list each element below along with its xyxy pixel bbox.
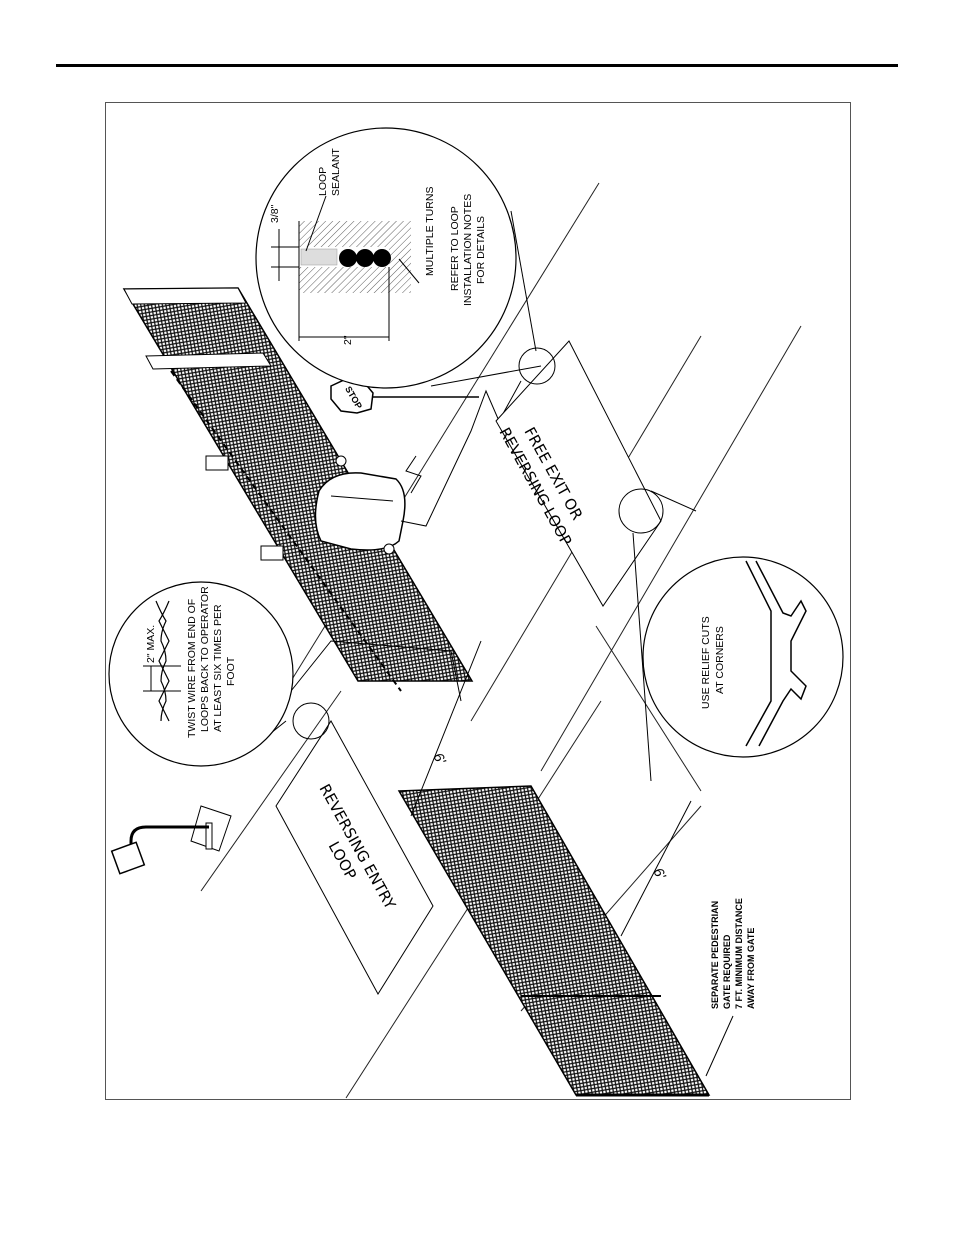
pedestrian-gate-note: SEPARATE PEDESTRIAN GATE REQUIRED 7 FT. … [705,898,756,1077]
header-rule [56,64,898,67]
pedestrian-note-line4: AWAY FROM GATE [746,928,756,1009]
multiple-turns-line2: REFER TO LOOP [449,206,461,291]
loop-sealant-line1: LOOP [317,167,329,196]
dimension-lines [410,640,692,937]
twist-max-label: 2" MAX. [145,625,157,663]
relief-cut-line1: USE RELIEF CUTS [700,616,712,709]
loop-section-detail: LOOP SEALANT 3/8" 2" MULTIPLE TURNS REFE… [255,127,556,389]
pedestrian-note-line2: GATE REQUIRED [722,934,732,1009]
twist-note-line1: TWIST WIRE FROM END OF [186,599,198,738]
dimension-a: 6' [430,750,450,768]
multiple-turns-line3: INSTALLATION NOTES [462,194,474,306]
relief-cut-detail: USE RELIEF CUTS AT CORNERS [618,488,844,782]
gate-installation-diagram: STOP FREE EXIT OR REVERSING LOOP REVERSI… [108,127,844,1099]
pedestrian-note-line3: 7 FT. MINIMUM DISTANCE [734,898,744,1009]
sliding-gate-main [122,287,474,692]
entry-keypad-post [110,805,232,875]
relief-cut-line2: AT CORNERS [714,626,726,694]
loop-width-label: 2" [342,335,354,345]
gate-bracket [205,455,229,471]
dimension-b: 6' [650,865,670,883]
gate-operator [314,455,406,555]
loop-depth-label: 3/8" [269,204,281,223]
multiple-turns-line4: FOR DETAILS [475,216,487,284]
stop-sign: STOP [330,378,479,414]
twist-note-line4: FOOT [225,656,237,686]
loop-sealant-line2: SEALANT [330,148,342,196]
drawing-frame: STOP FREE EXIT OR REVERSING LOOP REVERSI… [105,102,851,1100]
gate-bracket [260,545,284,561]
twist-wire-detail: 2" MAX. TWIST WIRE FROM END OF LOOPS BAC… [108,581,330,767]
twist-note-line3: AT LEAST SIX TIMES PER [212,604,224,732]
sliding-gate-lower [397,785,711,1097]
entry-loop: REVERSING ENTRY LOOP [275,720,434,995]
multiple-turns-line1: MULTIPLE TURNS [424,187,436,276]
pedestrian-note-line1: SEPARATE PEDESTRIAN [710,901,720,1009]
twist-note-line2: LOOPS BACK TO OPERATOR [199,586,211,732]
exit-loop: FREE EXIT OR REVERSING LOOP [495,340,662,607]
